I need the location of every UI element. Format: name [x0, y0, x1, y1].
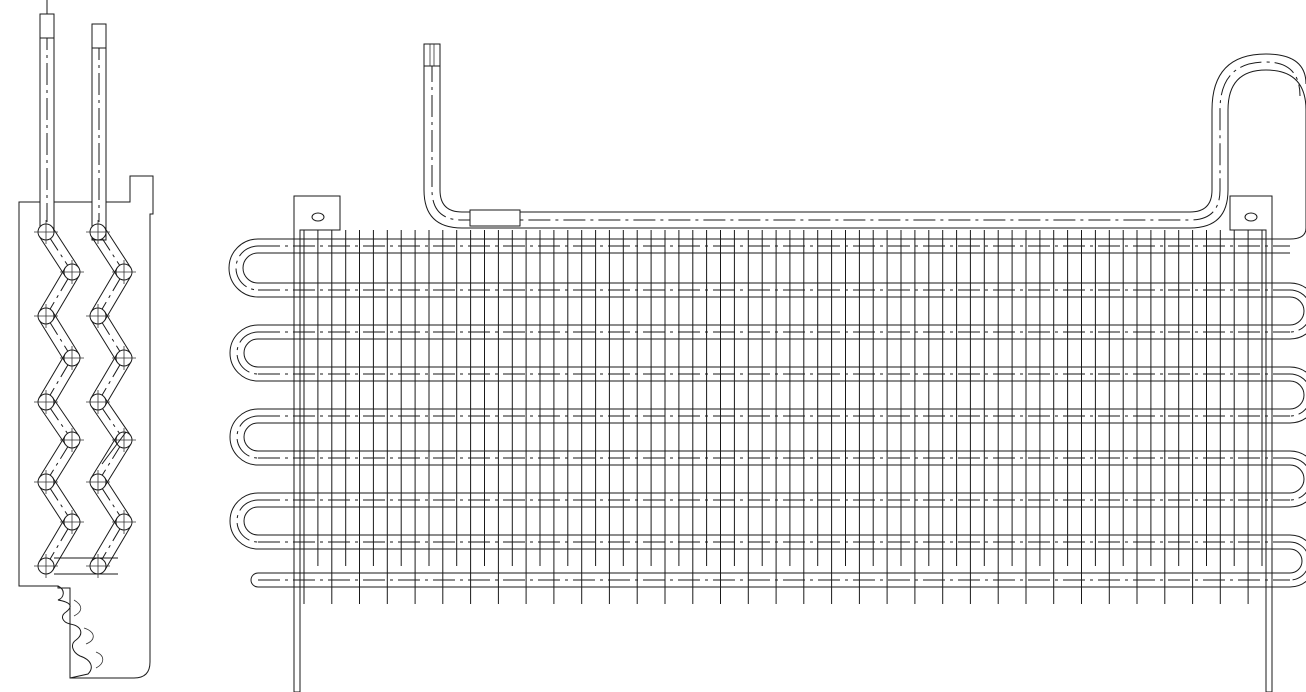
left-hairpin-inner [243, 338, 259, 368]
left-mount-hole [311, 212, 325, 222]
side-tube-segment [90, 311, 132, 363]
inlet-tube-center [431, 60, 1301, 221]
left-hairpin-center [235, 245, 259, 291]
side-bend-crosshair [34, 470, 58, 494]
side-tube-segment-center [45, 357, 73, 403]
left-hairpin-center [236, 331, 259, 375]
side-bend-crosshair [34, 554, 58, 578]
side-view [18, 0, 154, 679]
inlet-tube-end [423, 43, 441, 67]
left-hairpin-inner [242, 252, 259, 284]
side-tube-segment [38, 517, 80, 571]
side-bend-crosshair [34, 304, 58, 328]
side-tube-segment [90, 353, 132, 407]
right-hairpin-center [1289, 541, 1306, 581]
right-hairpin-center [1289, 373, 1306, 417]
left-hairpin-inner [243, 422, 259, 452]
left-hairpin-center [236, 415, 259, 459]
inlet-tube-joint [469, 209, 521, 227]
right-hairpin-center [1289, 289, 1306, 333]
side-tube-segment [90, 517, 132, 571]
side-tube-segment [38, 477, 80, 527]
side-tube-segment-center [97, 271, 125, 317]
side-bend-crosshair [86, 304, 110, 328]
side-tube-segment [38, 267, 80, 321]
right-hairpin-inner [1289, 296, 1305, 326]
side-bend-crosshair [112, 346, 136, 370]
right-hairpin-outer [1289, 282, 1306, 340]
side-tube-segment [90, 435, 132, 487]
left-hairpin-outer [229, 408, 259, 466]
side-cross-link [54, 557, 118, 575]
side-bend-crosshair [60, 428, 84, 452]
left-hairpin-outer [229, 492, 259, 550]
left-hairpin-center [236, 499, 259, 543]
left-hairpin-outer [229, 324, 259, 382]
side-tube-segment-center [45, 271, 73, 317]
side-bend-crosshair [112, 428, 136, 452]
right-hairpin-outer [1289, 534, 1306, 588]
side-tube-segment [38, 397, 80, 445]
side-bend-crosshair [34, 390, 58, 414]
side-tube-end [91, 23, 107, 49]
side-bend-crosshair [86, 470, 110, 494]
side-tube-segment-center [97, 521, 125, 567]
side-bend-crosshair [86, 220, 110, 244]
right-bracket [1229, 195, 1273, 692]
side-bend-crosshair [86, 390, 110, 414]
inlet-tube-outer [423, 44, 1306, 230]
side-tube-segment [38, 227, 80, 277]
side-bend-crosshair [60, 260, 84, 284]
right-top-connector [1289, 227, 1306, 240]
right-hairpin-inner [1289, 464, 1305, 494]
side-tube-segment [38, 311, 80, 363]
left-hairpin-outer [228, 238, 259, 298]
side-tube-segment [38, 353, 80, 407]
right-hairpin-center [1289, 457, 1306, 501]
side-tube-segment [90, 267, 132, 321]
side-tube-end [39, 13, 55, 39]
bottom-row-cap [250, 572, 259, 588]
left-hairpin-inner [243, 506, 259, 536]
side-tube-segment-center [97, 357, 125, 403]
left-bracket [293, 195, 341, 692]
side-bend-crosshair [34, 220, 58, 244]
front-view [228, 43, 1306, 692]
side-bend-crosshair [60, 510, 84, 534]
side-fold-inner [73, 599, 104, 669]
side-bend-crosshair [60, 346, 84, 370]
side-bend-crosshair [112, 260, 136, 284]
right-hairpin-inner [1289, 380, 1305, 410]
right-hairpin-outer [1289, 450, 1306, 508]
side-diagonal-brace [101, 431, 127, 465]
right-hairpin-outer [1289, 366, 1306, 424]
side-fold-profile [57, 585, 92, 679]
side-tube-segment-center [45, 521, 73, 567]
side-bend-crosshair [112, 510, 136, 534]
side-plate-outline [18, 175, 154, 679]
side-tube-segment [90, 227, 132, 277]
side-tube-segment [90, 477, 132, 527]
side-tube-segment [90, 397, 132, 445]
inlet-tube-inner [439, 44, 1306, 213]
right-mount-hole [1244, 212, 1258, 222]
right-hairpin-inner [1289, 548, 1303, 574]
side-tube-segment [38, 435, 80, 487]
